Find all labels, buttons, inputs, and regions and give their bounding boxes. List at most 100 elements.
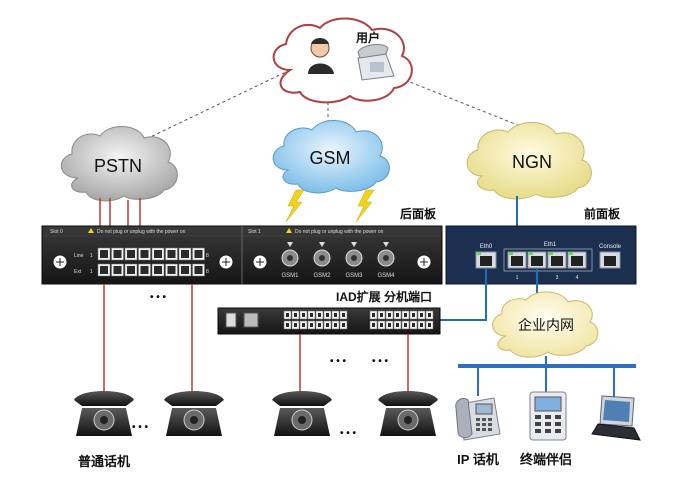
rj11-port[interactable] bbox=[291, 310, 300, 320]
port-start-bottom: 1 bbox=[90, 269, 93, 275]
console-label: Console bbox=[599, 244, 622, 250]
rj11-port[interactable] bbox=[401, 310, 410, 320]
eth1-port[interactable] bbox=[567, 251, 587, 269]
gsm-port-label: GSM3 bbox=[345, 273, 363, 279]
eth1-ports bbox=[503, 248, 593, 272]
rj11-port[interactable] bbox=[111, 247, 124, 261]
eth1-label: Eth1 bbox=[544, 242, 557, 248]
rj11-port[interactable] bbox=[307, 320, 316, 330]
rj11-port[interactable] bbox=[97, 247, 111, 261]
gsm-port-label: GSM4 bbox=[377, 273, 395, 279]
eth0-label: Eth0 bbox=[480, 244, 493, 250]
rj11-port[interactable] bbox=[385, 320, 394, 330]
rj11-port[interactable] bbox=[315, 320, 324, 330]
user-label: 用户 bbox=[355, 30, 380, 45]
gsm-port-label: GSM1 bbox=[281, 273, 299, 279]
rj11-port[interactable] bbox=[138, 263, 151, 277]
rj11-port[interactable] bbox=[283, 310, 292, 320]
rj11-port[interactable] bbox=[369, 310, 378, 320]
power-switch-icon[interactable] bbox=[225, 312, 237, 328]
rj11-port[interactable] bbox=[315, 310, 324, 320]
rj11-port[interactable] bbox=[323, 320, 332, 330]
gsm-antenna-port[interactable] bbox=[281, 242, 299, 267]
eth1-port-number: 1 bbox=[516, 275, 519, 281]
user-cloud: 用户 bbox=[272, 17, 413, 104]
gsm-antenna-port[interactable] bbox=[345, 242, 363, 267]
rj11-port[interactable] bbox=[409, 320, 418, 330]
terminal-companion-icon bbox=[529, 391, 567, 441]
rj11-port[interactable] bbox=[151, 263, 165, 277]
rj11-port[interactable] bbox=[377, 310, 386, 320]
console-port[interactable] bbox=[599, 251, 621, 269]
rj11-port[interactable] bbox=[291, 320, 300, 330]
gsm-connectors: GSM1 GSM2 GSM3 GSM4 bbox=[281, 242, 395, 279]
ext-label: Ext bbox=[74, 269, 82, 275]
analog-phone-icon bbox=[378, 391, 438, 436]
eth1-port[interactable] bbox=[507, 251, 527, 269]
rj11-port[interactable] bbox=[339, 320, 348, 330]
rj11-port[interactable] bbox=[385, 310, 394, 320]
rj11-port[interactable] bbox=[377, 320, 386, 330]
gsm-antenna-port[interactable] bbox=[377, 242, 395, 267]
rj11-port[interactable] bbox=[369, 320, 378, 330]
gsm-port-label: GSM2 bbox=[313, 273, 331, 279]
rj11-port[interactable] bbox=[425, 320, 434, 330]
analog-phone-icon bbox=[272, 391, 332, 436]
rj11-port[interactable] bbox=[323, 310, 332, 320]
rj11-port[interactable] bbox=[192, 247, 205, 261]
port-end-bottom: 8 bbox=[206, 269, 209, 275]
rj11-port[interactable] bbox=[283, 320, 292, 330]
rj11-port[interactable] bbox=[178, 263, 192, 277]
rj11-port[interactable] bbox=[97, 263, 111, 277]
slot0-label: Slot 0 bbox=[50, 229, 63, 235]
lan-bus bbox=[458, 356, 636, 398]
rj11-port[interactable] bbox=[393, 320, 402, 330]
rj11-port[interactable] bbox=[331, 320, 340, 330]
ip-phone-icon bbox=[455, 397, 501, 441]
ellipsis: • • • bbox=[372, 356, 389, 367]
ngn-label: NGN bbox=[512, 152, 552, 172]
rj11-port[interactable] bbox=[409, 310, 418, 320]
rj11-port[interactable] bbox=[151, 247, 165, 261]
rj11-port[interactable] bbox=[307, 310, 316, 320]
eth1-port[interactable] bbox=[547, 251, 567, 269]
rj11-port[interactable] bbox=[111, 263, 124, 277]
rj11-port[interactable] bbox=[401, 320, 410, 330]
power-socket-icon bbox=[243, 312, 259, 328]
rj11-port[interactable] bbox=[165, 263, 178, 277]
ellipsis: • • • bbox=[132, 422, 149, 433]
rj11-port[interactable] bbox=[417, 320, 426, 330]
front-panel-label: 前面板 bbox=[584, 206, 621, 221]
slot1-label: Slot 1 bbox=[248, 229, 261, 235]
rj11-port[interactable] bbox=[331, 310, 340, 320]
ip-phone-caption: IP 话机 bbox=[457, 452, 499, 467]
rj11-port-grid bbox=[97, 247, 205, 277]
rj11-port[interactable] bbox=[178, 247, 192, 261]
rj11-port[interactable] bbox=[124, 247, 138, 261]
front-panel: Eth0 Eth1 Console bbox=[445, 225, 637, 285]
rj11-port[interactable] bbox=[425, 310, 434, 320]
rj11-port[interactable] bbox=[299, 320, 308, 330]
rear-panel-links bbox=[103, 284, 193, 396]
eth1-port[interactable] bbox=[527, 251, 547, 269]
rj11-port[interactable] bbox=[124, 263, 138, 277]
eth1-port-number: 4 bbox=[576, 275, 579, 281]
gsm-antenna-port[interactable] bbox=[313, 242, 331, 267]
rj11-port[interactable] bbox=[417, 310, 426, 320]
user-person-icon bbox=[308, 38, 334, 74]
lightning-icons bbox=[285, 189, 375, 223]
rj11-port[interactable] bbox=[339, 310, 348, 320]
gsm-label: GSM bbox=[309, 148, 350, 168]
rj11-port[interactable] bbox=[393, 310, 402, 320]
rj11-port[interactable] bbox=[138, 247, 151, 261]
rj11-port[interactable] bbox=[165, 247, 178, 261]
eth0-port[interactable] bbox=[475, 251, 497, 269]
ellipsis: • • • bbox=[340, 428, 357, 439]
analog-phones-caption: 普通话机 bbox=[78, 454, 130, 469]
rj11-port[interactable] bbox=[192, 263, 205, 277]
rj11-port[interactable] bbox=[299, 310, 308, 320]
expansion-links bbox=[299, 334, 409, 396]
lan-cloud: 企业内网 bbox=[492, 291, 599, 358]
